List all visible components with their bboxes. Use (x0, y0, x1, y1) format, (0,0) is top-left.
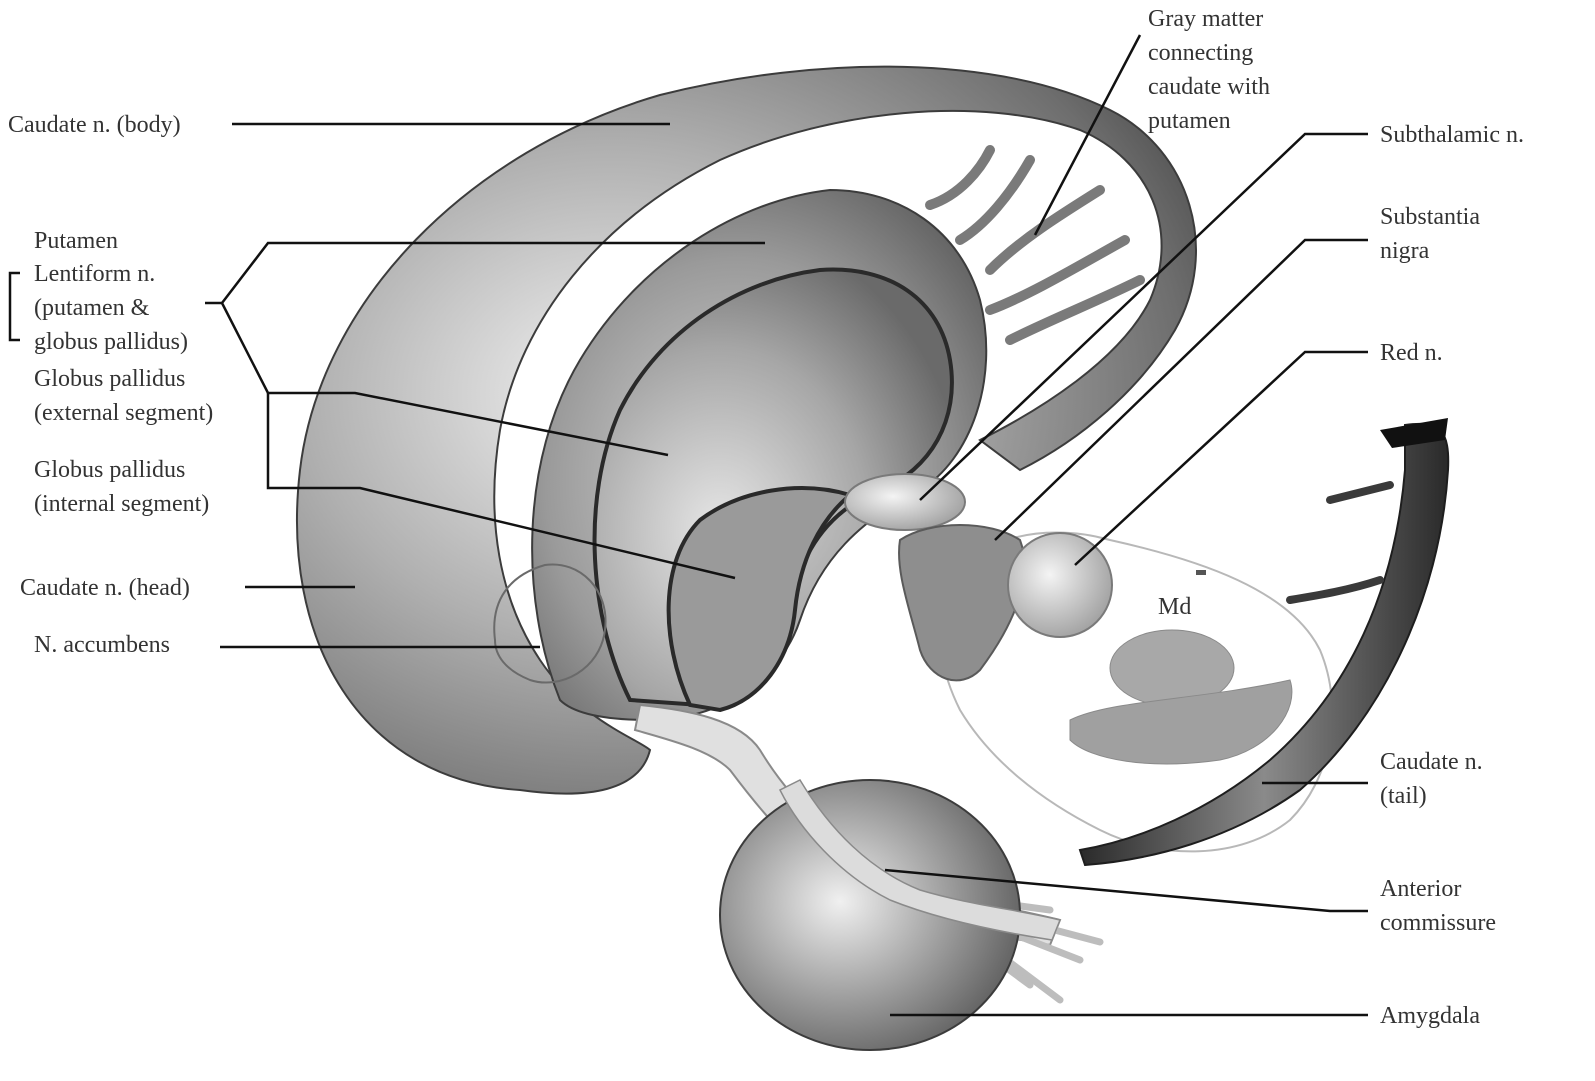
md-mark (1196, 570, 1206, 575)
subthalamic-shape (845, 474, 965, 530)
label-n-accumbens: N. accumbens (34, 628, 170, 662)
label-putamen: Putamen (34, 224, 118, 258)
substantia-nigra-shape (899, 525, 1024, 680)
label-subthalamic: Subthalamic n. (1380, 118, 1524, 152)
label-gp-external: Globus pallidus (external segment) (34, 362, 213, 430)
caudate-tail-branches (1290, 485, 1390, 600)
label-caudate-head: Caudate n. (head) (20, 571, 190, 605)
label-md: Md (1158, 590, 1191, 624)
label-amygdala: Amygdala (1380, 999, 1480, 1033)
label-anterior-commissure: Anterior commissure (1380, 872, 1496, 940)
label-caudate-tail: Caudate n. (tail) (1380, 745, 1483, 813)
red-nucleus-shape (1008, 533, 1112, 637)
label-caudate-body: Caudate n. (body) (8, 108, 181, 142)
label-red-nucleus: Red n. (1380, 336, 1443, 370)
lentiform-bracket (10, 273, 20, 340)
label-gray-matter: Gray matter connecting caudate with puta… (1148, 2, 1270, 138)
label-substantia-nigra: Substantia nigra (1380, 200, 1480, 268)
label-lentiform: Lentiform n. (putamen & globus pallidus) (34, 257, 188, 359)
label-gp-internal: Globus pallidus (internal segment) (34, 453, 209, 521)
